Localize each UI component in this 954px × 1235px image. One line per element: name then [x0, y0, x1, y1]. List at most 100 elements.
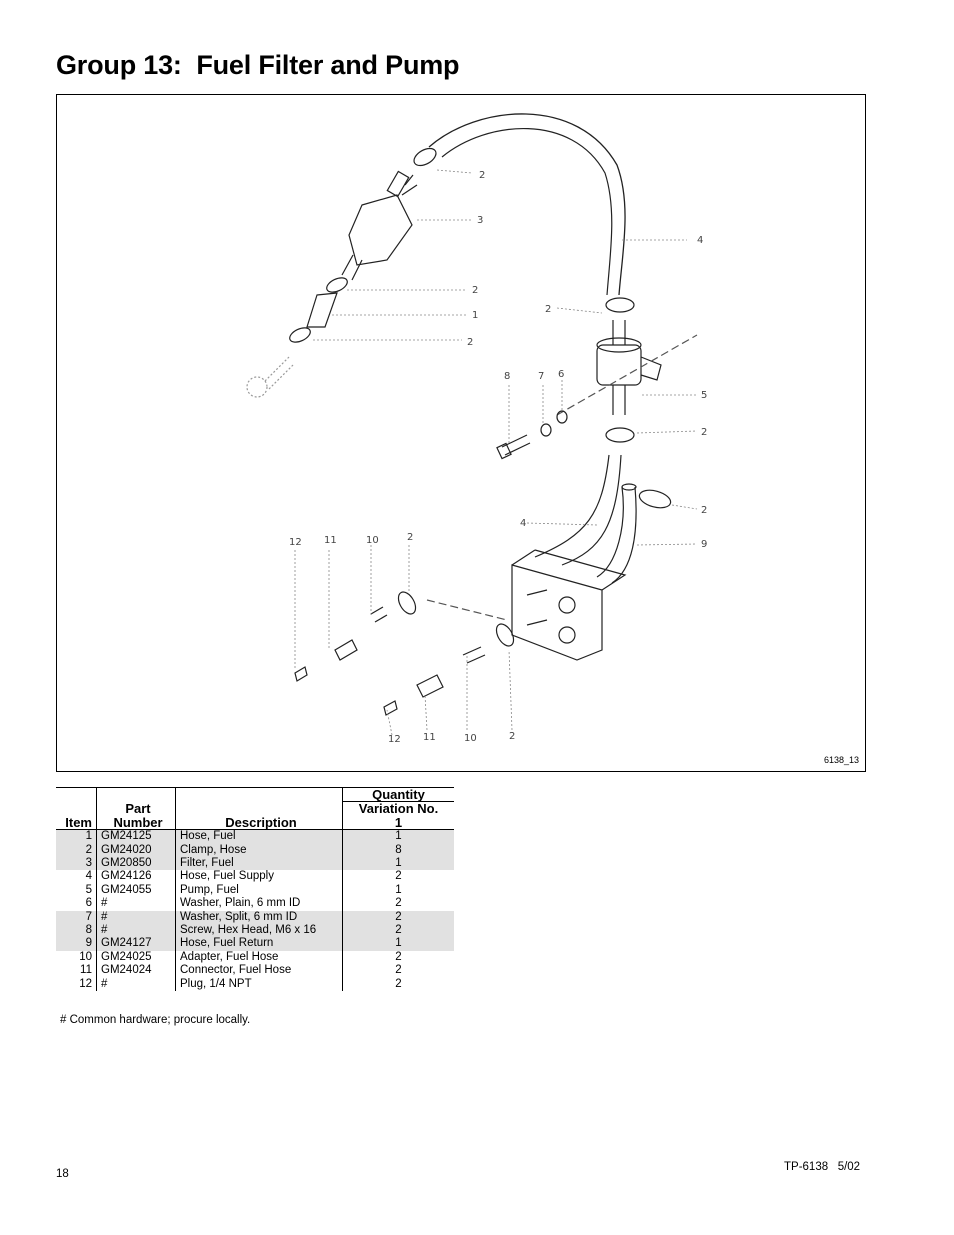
clamp-mid: [326, 277, 348, 293]
clamp-low: [289, 327, 311, 343]
document-id: TP-6138 5/02: [784, 1161, 861, 1173]
callout-9: 9: [701, 539, 707, 550]
description-cell: Plug, 1/4 NPT: [175, 977, 343, 992]
clamp-pump-bottom: [605, 427, 635, 443]
description-cell: Hose, Fuel: [175, 829, 343, 844]
item-cell: 7: [56, 910, 97, 925]
quantity-cell: 2: [395, 950, 402, 963]
figure-id: 6138_13: [823, 755, 859, 765]
part-number-cell: #: [96, 910, 176, 925]
item-cell: 11: [56, 964, 97, 978]
page-number: 18: [56, 1168, 69, 1180]
fuel-hose-upper: [428, 113, 626, 296]
description-cell: Pump, Fuel: [175, 883, 343, 898]
callout-2: 2: [701, 427, 707, 438]
part-number-cell: #: [96, 897, 176, 911]
callout-10: 10: [366, 535, 379, 546]
table-row: 12#Plug, 1/4 NPT 2: [56, 977, 454, 992]
quantity-header: Quantity: [342, 786, 454, 803]
part-number-cell: GM24020: [96, 843, 176, 858]
engine-block: [511, 564, 603, 661]
quantity-cell: 2: [395, 870, 402, 883]
quantity-cell: 2: [342, 910, 454, 925]
part-number-cell: GM20850: [96, 857, 176, 871]
callout-8: 8: [504, 371, 510, 382]
description-cell: Filter, Fuel: [175, 857, 343, 871]
callout-2: 2: [509, 731, 515, 742]
callout-2: 2: [545, 304, 551, 315]
npt-plug-lower: [383, 700, 398, 716]
plain-washer: [556, 410, 568, 424]
description-cell: Hose, Fuel Supply: [175, 870, 343, 884]
part-number-cell: GM24127: [96, 937, 176, 951]
variation-number-header: 1: [342, 816, 454, 831]
part-number-cell: GM24025: [96, 950, 176, 965]
callout-2: 2: [407, 532, 413, 543]
callout-2: 2: [467, 337, 473, 348]
callout-3: 3: [477, 215, 483, 226]
hose-connector-upper: [334, 639, 358, 661]
quantity-cell: 2: [395, 977, 402, 990]
quantity-cell: 1: [395, 883, 402, 896]
variation-header: Variation No.: [358, 801, 439, 817]
description-cell: Clamp, Hose: [175, 843, 343, 858]
fuel-filter: [348, 194, 413, 266]
item-cell: 6: [56, 897, 97, 911]
description-cell: Hose, Fuel Return: [175, 937, 343, 951]
item-cell: 9: [56, 937, 97, 951]
fuel-return-hose: [596, 486, 637, 584]
callout-2: 2: [472, 285, 478, 296]
footnote: # Common hardware; procure locally.: [60, 1014, 251, 1026]
fuel-hose-short: [306, 292, 338, 328]
clamp-fitting-lower: [495, 623, 515, 647]
callout-4: 4: [697, 235, 703, 246]
quantity-cell: 2: [342, 924, 454, 938]
item-cell: 1: [56, 829, 97, 844]
split-washer: [540, 423, 552, 437]
description-cell: Washer, Split, 6 mm ID: [175, 910, 343, 925]
item-cell: 5: [56, 883, 97, 898]
quantity-cell: 8: [342, 843, 454, 858]
callout-11: 11: [324, 535, 337, 546]
npt-plug-upper: [294, 666, 308, 682]
callout-12: 12: [289, 537, 302, 548]
callout-5: 5: [701, 390, 707, 401]
callout-7: 7: [538, 371, 544, 382]
callout-4: 4: [520, 518, 526, 529]
callout-2: 2: [701, 505, 707, 516]
item-cell: 12: [56, 977, 97, 992]
callout-10: 10: [464, 733, 477, 744]
item-cell: 4: [56, 870, 97, 884]
exploded-view-figure: 2 3 4 2 1 2 2 8 7 6 5 2 2 4 9 12 11 10 2…: [56, 94, 866, 772]
clamp-pump-top: [605, 297, 635, 313]
part-number-cell: GM24024: [96, 964, 176, 978]
quantity-cell: 2: [395, 964, 402, 977]
callout-11: 11: [423, 732, 436, 743]
fuel-pump: [596, 344, 642, 386]
item-cell: 10: [56, 950, 97, 965]
part-header-line2: Number: [96, 816, 176, 831]
item-cell: 3: [56, 857, 97, 871]
page-title: Group 13: Fuel Filter and Pump: [56, 50, 460, 80]
fuel-system-diagram: 2 3 4 2 1 2 2 8 7 6 5 2 2 4 9 12 11 10 2…: [246, 113, 707, 745]
part-header-line1: Part: [96, 801, 176, 816]
description-header: Description: [175, 816, 343, 831]
quantity-cell: 2: [395, 897, 402, 910]
quantity-cell: 1: [342, 937, 454, 951]
part-number-cell: #: [96, 977, 176, 992]
part-number-cell: #: [96, 924, 176, 938]
item-cell: 2: [56, 843, 97, 858]
parts-table: Quantity Part Variation No. Item Number …: [56, 786, 454, 992]
part-number-cell: GM24125: [96, 829, 176, 844]
description-cell: Adapter, Fuel Hose: [175, 950, 343, 965]
clamp-top: [413, 147, 437, 167]
